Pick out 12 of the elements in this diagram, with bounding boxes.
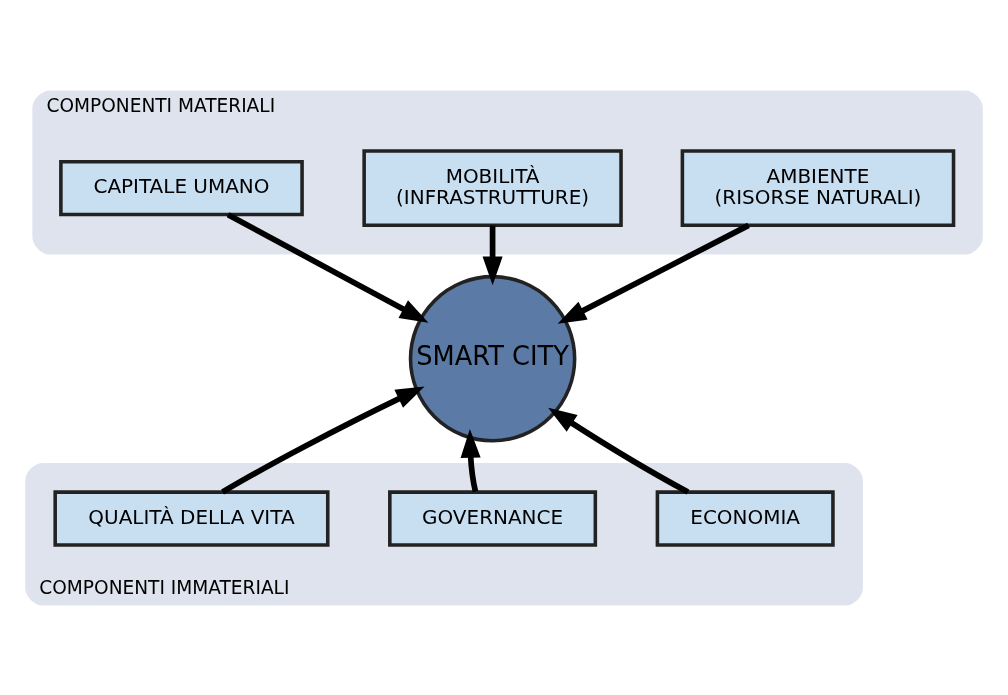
arrow <box>557 222 750 324</box>
arrow <box>460 428 481 492</box>
arrow <box>226 211 429 323</box>
node-box: MOBILITÀ (INFRASTRUTTURE) <box>362 148 623 227</box>
arrow <box>548 407 690 495</box>
arrow <box>221 386 425 494</box>
node-box: ECONOMIA <box>655 489 835 547</box>
node-box: CAPITALE UMANO <box>59 159 304 216</box>
node-box: GOVERNANCE <box>388 489 598 547</box>
arrow <box>482 225 503 285</box>
node-box: QUALITÀ DELLA VITA <box>53 489 330 547</box>
node-box: AMBIENTE (RISORSE NATURALI) <box>680 148 956 227</box>
